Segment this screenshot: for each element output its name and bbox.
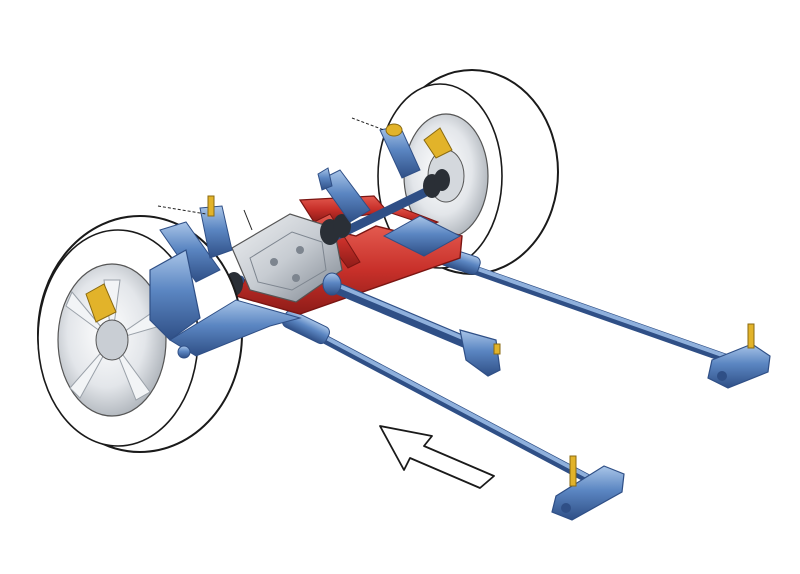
- left-brake-caliper: [85, 283, 117, 323]
- left-control-arms: [149, 195, 302, 359]
- transaxle: [231, 209, 343, 303]
- direction-arrow-icon: [379, 425, 495, 489]
- driveshaft: [322, 272, 501, 377]
- right-control-arms: [317, 117, 462, 257]
- lower-mount: [551, 455, 625, 521]
- cv-boot-right: [320, 169, 450, 245]
- right-brake-caliper: [423, 127, 453, 159]
- struts: [282, 247, 747, 489]
- right-mount: [707, 323, 771, 389]
